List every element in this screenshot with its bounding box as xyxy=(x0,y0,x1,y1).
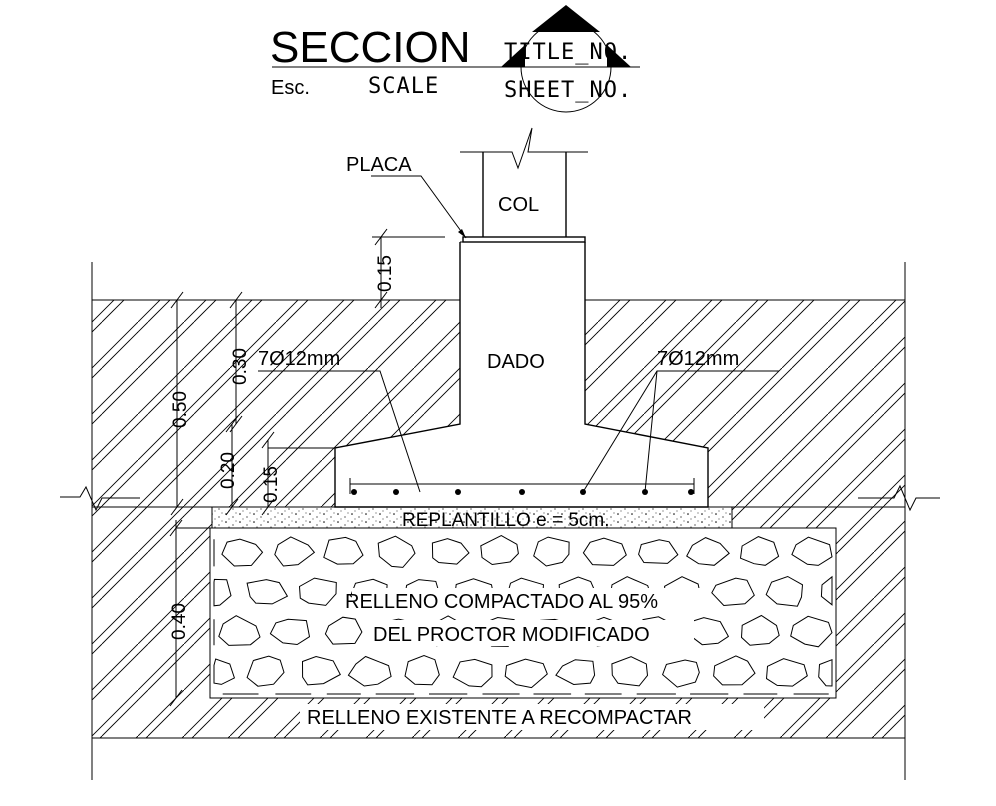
dim-pedestal-buried: 0.30 xyxy=(230,348,251,385)
fill-stone xyxy=(323,536,364,565)
fill-stone xyxy=(246,579,289,605)
fill-stone xyxy=(480,535,519,566)
fill-stone xyxy=(452,658,493,688)
fill-stone xyxy=(662,659,700,688)
scale-value: SCALE xyxy=(368,74,439,99)
fill-stone xyxy=(213,578,232,607)
leaders: PLACA 7Ø12mm 7Ø12mm xyxy=(258,154,779,493)
fill-stone xyxy=(555,659,596,686)
scale-label: Esc. xyxy=(271,77,310,99)
lean-concrete-layer: REPLANTILLO e = 5cm. xyxy=(211,506,733,531)
fill-stone xyxy=(269,618,311,646)
fill-stone xyxy=(213,658,236,685)
existing-fill-label: RELLENO EXISTENTE A RECOMPACTAR xyxy=(307,707,692,729)
fill-stone xyxy=(582,537,627,566)
fill-stone xyxy=(686,537,730,566)
column-label: COL xyxy=(498,194,539,216)
fill-stone xyxy=(611,656,649,687)
fill-stone xyxy=(301,655,341,686)
fill-stone xyxy=(504,658,548,689)
fill-stone xyxy=(739,536,780,566)
rebar-dots xyxy=(351,489,694,495)
rebar-left-label: 7Ø12mm xyxy=(258,348,340,370)
fill-stone xyxy=(820,575,833,606)
sheet-number: SHEET_NO. xyxy=(504,78,632,103)
fill-stone xyxy=(274,536,316,567)
compacted-fill: RELLENO COMPACTADO AL 95% DEL PROCTOR MO… xyxy=(209,527,837,699)
dim-total-depth: 0.50 xyxy=(170,391,191,428)
fill-stone xyxy=(533,536,570,567)
dim-footing: 0.15 xyxy=(261,466,282,503)
fill-stone xyxy=(713,655,756,686)
fill-stone xyxy=(404,654,440,686)
fill-stone xyxy=(218,615,261,646)
dimensions: 0.15 0.30 0.50 0.20 0.15 0.40 xyxy=(169,228,445,707)
fill-stone xyxy=(765,575,804,607)
fill-stone xyxy=(790,615,833,648)
fill-label-line2: DEL PROCTOR MODIFICADO xyxy=(373,624,650,646)
plate-label: PLACA xyxy=(346,154,412,176)
dim-fill-depth: 0.40 xyxy=(169,603,190,640)
column: COL xyxy=(460,127,588,237)
lean-concrete-label: REPLANTILLO e = 5cm. xyxy=(402,510,610,531)
site-boundaries xyxy=(60,262,940,780)
fill-stone xyxy=(711,577,755,607)
section-title: SECCION xyxy=(270,23,470,72)
dim-pedestal-above: 0.15 xyxy=(375,255,396,292)
fill-stone xyxy=(818,658,833,687)
fill-label-line1: RELLENO COMPACTADO AL 95% xyxy=(345,591,658,613)
fill-stone xyxy=(765,658,808,687)
base-plate xyxy=(462,236,586,243)
pedestal-label: DADO xyxy=(487,351,545,373)
dim-footing-plus-lean: 0.20 xyxy=(218,452,239,489)
rebar-right-label: 7Ø12mm xyxy=(657,348,739,370)
fill-stone xyxy=(740,614,780,646)
fill-stone xyxy=(377,535,416,568)
fill-stone xyxy=(246,655,285,687)
fill-stone xyxy=(298,577,337,606)
title-block: SECCION TITLE_NO. Esc. SCALE SHEET_NO. xyxy=(270,5,640,113)
fill-stone xyxy=(791,536,833,566)
fill-stone xyxy=(431,538,470,565)
north-triangle-icon xyxy=(532,5,600,32)
fill-stone xyxy=(324,616,363,645)
fill-stone xyxy=(221,538,264,567)
fill-stone xyxy=(347,655,392,687)
fill-stone xyxy=(638,539,679,564)
